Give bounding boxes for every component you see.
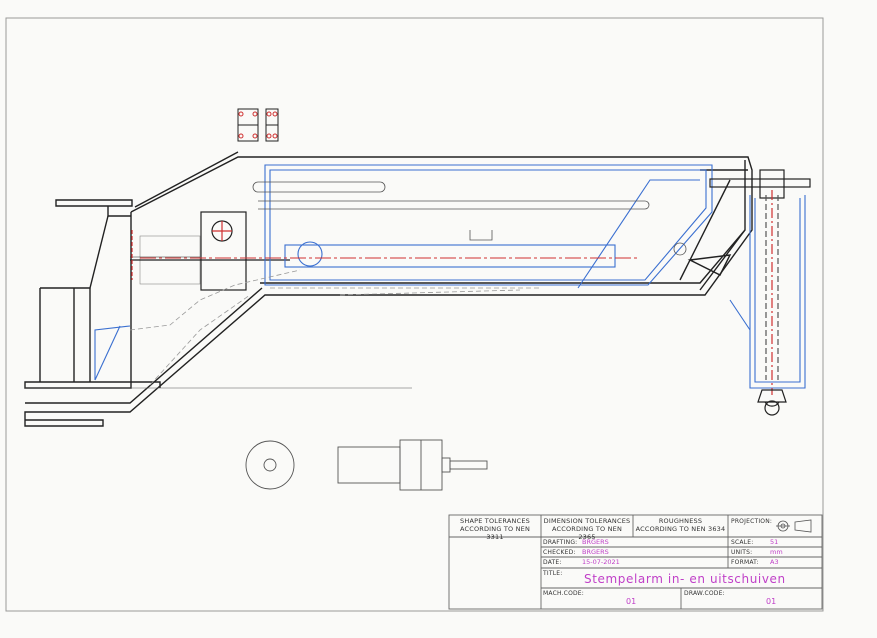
format-value: A3 [770, 558, 779, 566]
units-value: mm [770, 548, 783, 556]
drafting-value: BRGERS [582, 538, 609, 546]
date-value: 15-07-2021 [582, 558, 620, 566]
side-view [337, 439, 488, 491]
scale-value: 51 [770, 538, 779, 546]
arm-outline [24, 151, 753, 427]
sheet-border [5, 17, 824, 612]
hidden-lines [129, 269, 540, 386]
date-label: DATE: [543, 559, 562, 566]
shape-tolerances-title: SHAPE TOLERANCES [460, 517, 530, 525]
draw-code-label: DRAW.CODE: [684, 590, 725, 597]
checked-label: CHECKED: [543, 549, 576, 556]
dimension-tolerances-heading: DIMENSION TOLERANCES ACCORDING TO NEN 23… [543, 517, 631, 541]
cylinder-mount [130, 211, 290, 291]
roughness-norm: ACCORDING TO NEN 3634 [635, 525, 726, 533]
drafting-label: DRAFTING: [543, 539, 578, 546]
checked-value: BRGERS [582, 548, 609, 556]
stamp-cylinder [709, 169, 811, 416]
end-view [245, 440, 295, 490]
projection-label: PROJECTION: [731, 518, 773, 525]
drawing-title: Stempelarm in- en uitschuiven [584, 572, 786, 586]
mach-code-value: 01 [626, 597, 637, 606]
telescopic-section [94, 164, 806, 389]
roughness-title: ROUGHNESS [658, 517, 703, 525]
format-label: FORMAT: [731, 559, 759, 566]
slot-lines [252, 181, 687, 256]
scale-label: SCALE: [731, 539, 754, 546]
dimension-tolerances-norm: ACCORDING TO NEN 2365 [551, 525, 623, 541]
draw-code-value: 01 [766, 597, 777, 606]
bearing-symbols [237, 108, 279, 142]
units-label: UNITS: [731, 549, 753, 556]
shape-tolerances-norm: ACCORDING TO NEN 3311 [459, 525, 531, 541]
title-label: TITLE: [543, 570, 563, 577]
mach-code-label: MACH.CODE: [543, 590, 585, 597]
roughness-heading: ROUGHNESS ACCORDING TO NEN 3634 [635, 517, 726, 533]
projection-symbol-icon [776, 519, 812, 533]
dimension-tolerances-title: DIMENSION TOLERANCES [543, 517, 631, 525]
title-block-frame [448, 514, 823, 610]
shape-tolerances-heading: SHAPE TOLERANCES ACCORDING TO NEN 3311 [451, 517, 539, 541]
